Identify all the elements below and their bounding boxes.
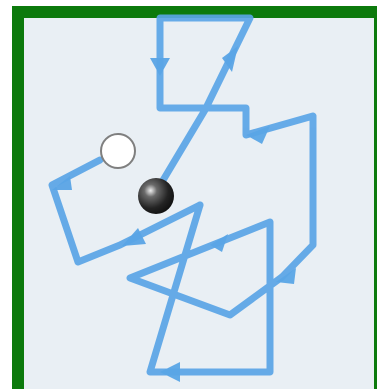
start-ring <box>101 134 135 168</box>
ball[interactable] <box>138 178 174 214</box>
arrow-head <box>150 58 170 76</box>
trace-path <box>52 18 313 372</box>
arrow-head <box>160 362 180 382</box>
path-arrows <box>52 46 296 382</box>
path-segment-3 <box>52 160 200 262</box>
